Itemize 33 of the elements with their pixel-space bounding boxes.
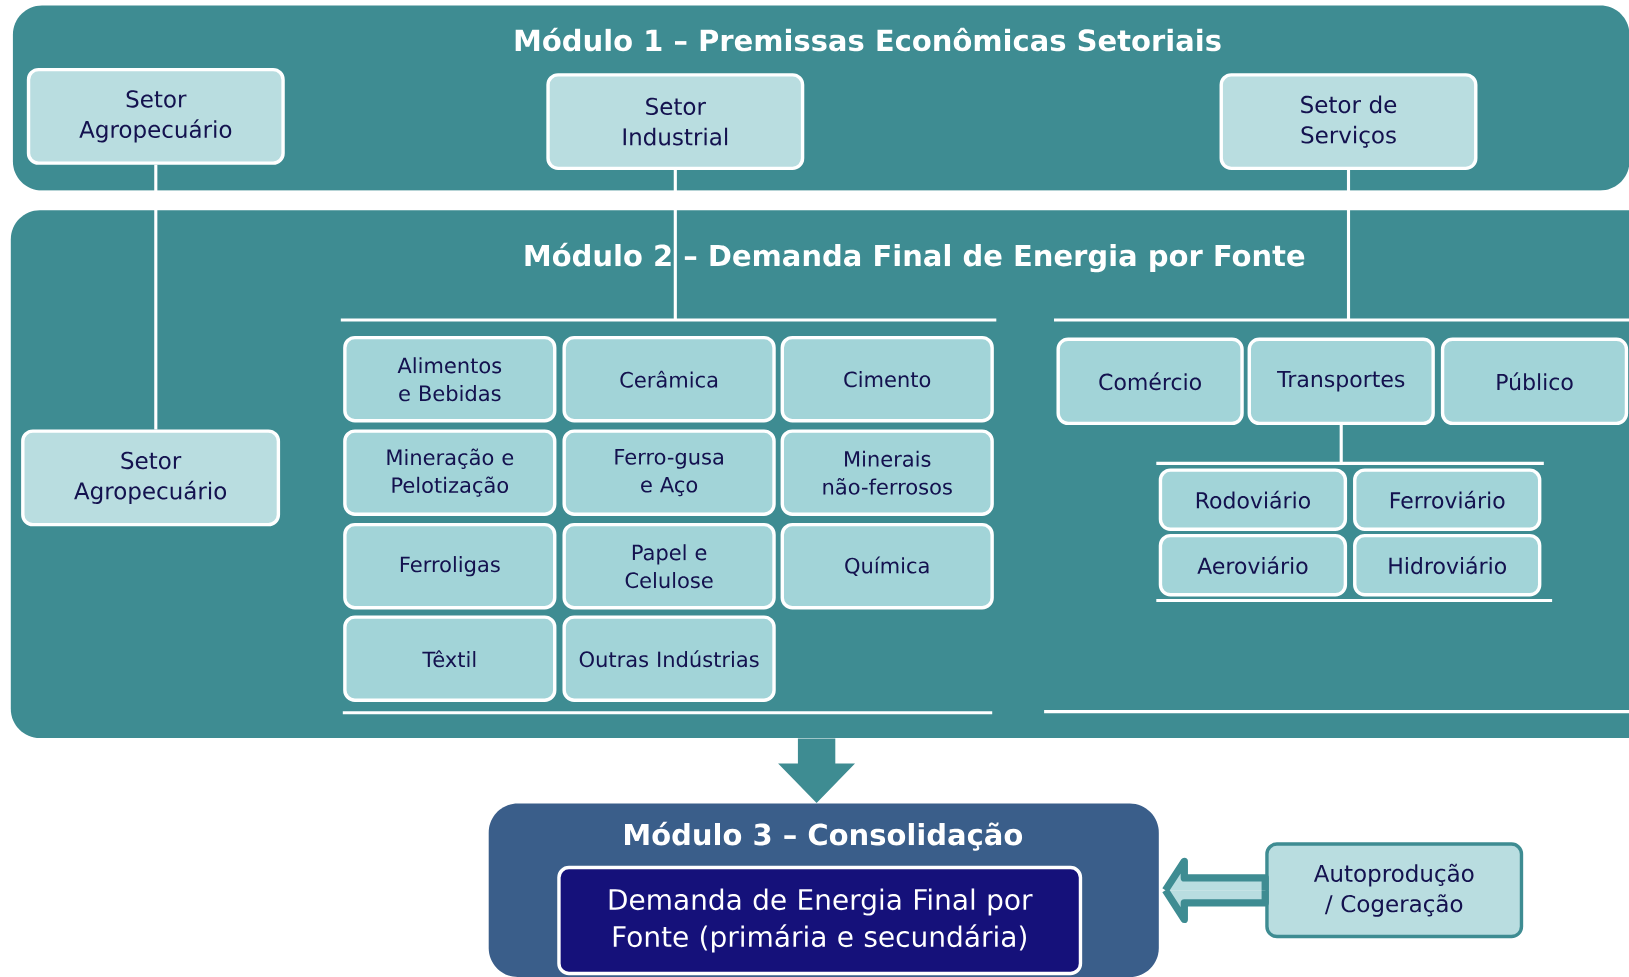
category-box: Comércio <box>1056 337 1244 426</box>
category-box: Minerais não-ferrosos <box>780 429 994 516</box>
category-box: Cimento <box>780 335 994 423</box>
category-box: Química <box>780 522 994 610</box>
category-box: Transportes <box>1247 337 1435 426</box>
category-box: Hidroviário <box>1353 533 1542 597</box>
category-box: Cerâmica <box>562 335 776 423</box>
category-box: Rodoviário <box>1158 468 1348 531</box>
block-arrow <box>1161 857 1269 924</box>
category-box: Alimentos e Bebidas <box>343 335 557 423</box>
sector-box: Setor Industrial <box>546 73 805 171</box>
category-box: Ferroligas <box>343 522 557 610</box>
category-box: Outras Indústrias <box>562 615 776 702</box>
input-box: Autoprodução / Cogeração <box>1265 842 1524 939</box>
module-title: Módulo 1 – Premissas Econômicas Setoriais <box>515 27 1221 52</box>
sector-box: Setor de Serviços <box>1219 73 1478 171</box>
connector-line <box>1052 168 1629 322</box>
category-box: Mineração e Pelotização <box>343 429 557 516</box>
category-box: Público <box>1440 337 1629 426</box>
result-box: Demanda de Energia Final por Fonte (primária e secundária) <box>557 865 1083 976</box>
module-title: Módulo 3 – Consolidação <box>625 821 1023 851</box>
connector-line <box>339 168 998 322</box>
module-title: Módulo 2 – Demanda Final de Energia por Fonte <box>525 242 1305 273</box>
category-box: Ferroviário <box>1353 468 1542 531</box>
category-box: Aeroviário <box>1158 533 1348 597</box>
category-box: Têxtil <box>343 615 557 702</box>
block-arrow <box>778 738 855 804</box>
sector-box: Setor Agropecuário <box>26 67 285 165</box>
category-box: Papel e Celulose <box>562 522 776 610</box>
connector-line <box>1154 423 1546 465</box>
sector-box: Setor Agropecuário <box>21 429 281 527</box>
connector-line <box>154 164 158 430</box>
category-box: Ferro-gusa e Aço <box>562 429 776 516</box>
